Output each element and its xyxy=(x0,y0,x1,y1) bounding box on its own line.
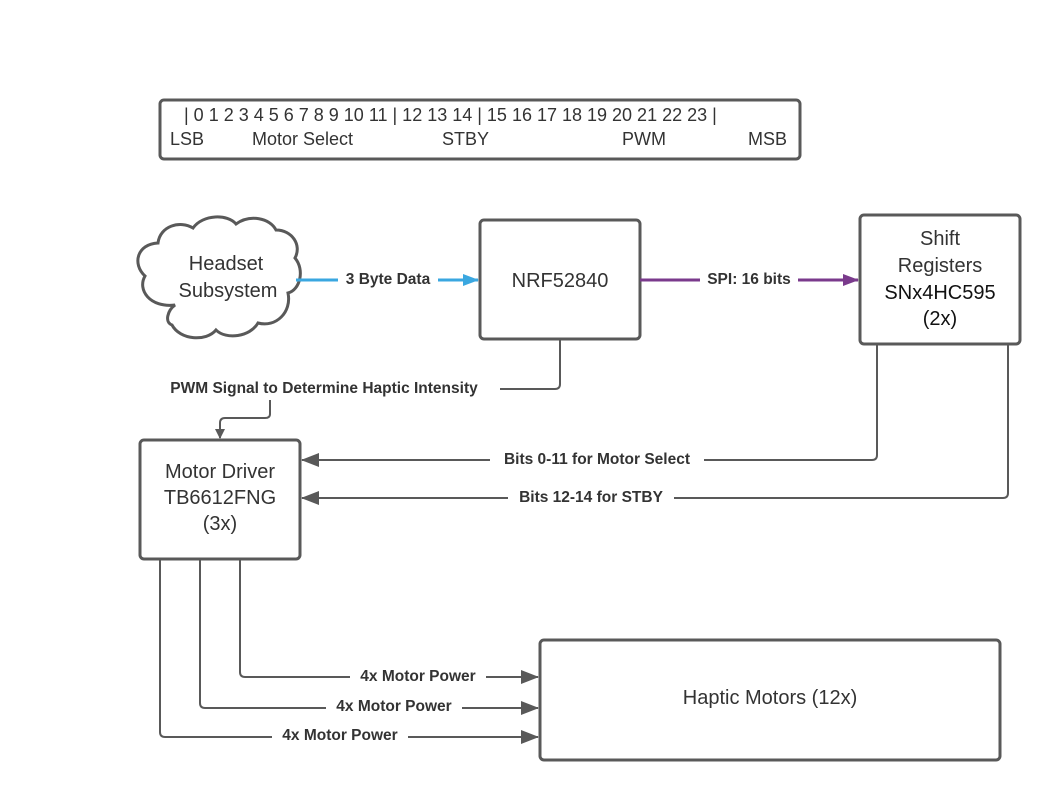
edge-nrf-to-driver: PWM Signal to Determine Haptic Intensity xyxy=(170,340,561,439)
edge-nrf-to-driver-line-b xyxy=(215,400,271,439)
bit-legend-lsb: LSB xyxy=(170,129,204,149)
headset-label-line1: Headset xyxy=(189,253,264,275)
edge-shift-to-driver-select: Bits 0-11 for Motor Select xyxy=(301,345,878,470)
edge-power-3: 4x Motor Power xyxy=(159,560,539,746)
cloud-shape xyxy=(136,215,302,340)
shift-registers-node: Shift Registers SNx4HC595 (2x) xyxy=(858,213,1022,346)
bit-legend-motor-select: Motor Select xyxy=(252,129,353,149)
edge-power-3-label: 4x Motor Power xyxy=(282,727,397,744)
haptic-motors-label: Haptic Motors (12x) xyxy=(683,687,858,709)
edge-shift-to-driver-stby: Bits 12-14 for STBY xyxy=(301,345,1009,508)
headset-label-line2: Subsystem xyxy=(179,280,278,302)
edge-power-3-label-bg xyxy=(272,726,408,746)
edge-power-3-line xyxy=(159,560,539,744)
bit-legend: | 0 1 2 3 4 5 6 7 8 9 10 11 | 12 13 14 |… xyxy=(158,98,802,161)
edge-power-1: 4x Motor Power xyxy=(239,560,539,687)
driver-label-line1: Motor Driver xyxy=(165,461,275,483)
edge-nrf-to-shift-label: SPI: 16 bits xyxy=(707,271,791,288)
driver-label-line3: (3x) xyxy=(203,513,237,535)
edge-headset-to-nrf-label: 3 Byte Data xyxy=(346,271,431,288)
edge-select-line xyxy=(301,345,878,467)
haptic-motors-box xyxy=(538,638,1002,762)
shift-label-line1: Shift xyxy=(920,228,960,250)
motor-driver-box xyxy=(138,438,302,561)
edge-power-2-line xyxy=(199,560,539,715)
edge-power-1-label: 4x Motor Power xyxy=(360,668,475,685)
bit-legend-pwm: PWM xyxy=(622,129,666,149)
edge-nrf-to-shift: SPI: 16 bits xyxy=(640,269,859,289)
bit-legend-msb: MSB xyxy=(748,129,787,149)
edge-headset-to-nrf: 3 Byte Data xyxy=(296,269,479,289)
bit-legend-stby: STBY xyxy=(442,129,489,149)
nrf52840-label: NRF52840 xyxy=(512,270,609,292)
edge-nrf-to-driver-line-a xyxy=(500,340,561,390)
bit-legend-bits: | 0 1 2 3 4 5 6 7 8 9 10 11 | 12 13 14 |… xyxy=(184,105,717,125)
nrf52840-node: NRF52840 xyxy=(478,218,642,341)
headset-subsystem-node: Headset Subsystem xyxy=(136,215,302,340)
edge-power-2-label-bg xyxy=(326,697,462,717)
edge-power-1-label-bg xyxy=(350,667,486,687)
edge-stby-label: Bits 12-14 for STBY xyxy=(519,489,664,506)
bit-legend-box xyxy=(158,98,802,161)
driver-label-line2: TB6612FNG xyxy=(164,487,276,509)
shift-label-line2: Registers xyxy=(898,255,982,277)
edge-nrf-to-driver-label: PWM Signal to Determine Haptic Intensity xyxy=(170,380,478,397)
edge-nrf-to-shift-label-bg xyxy=(700,269,798,289)
edge-power-2-label: 4x Motor Power xyxy=(336,698,451,715)
edge-select-label: Bits 0-11 for Motor Select xyxy=(504,451,690,468)
edge-power-2: 4x Motor Power xyxy=(199,560,539,717)
edge-select-label-bg xyxy=(490,450,704,470)
edge-headset-to-nrf-label-bg xyxy=(338,269,438,289)
shift-label-line4: (2x) xyxy=(923,308,957,330)
edge-stby-label-bg xyxy=(508,488,674,508)
shift-registers-box xyxy=(858,213,1022,346)
motor-driver-node: Motor Driver TB6612FNG (3x) xyxy=(138,438,302,561)
edge-stby-line xyxy=(301,345,1009,505)
edge-power-1-line xyxy=(239,560,539,684)
shift-label-line3: SNx4HC595 xyxy=(884,282,995,304)
haptic-motors-node: Haptic Motors (12x) xyxy=(538,638,1002,762)
